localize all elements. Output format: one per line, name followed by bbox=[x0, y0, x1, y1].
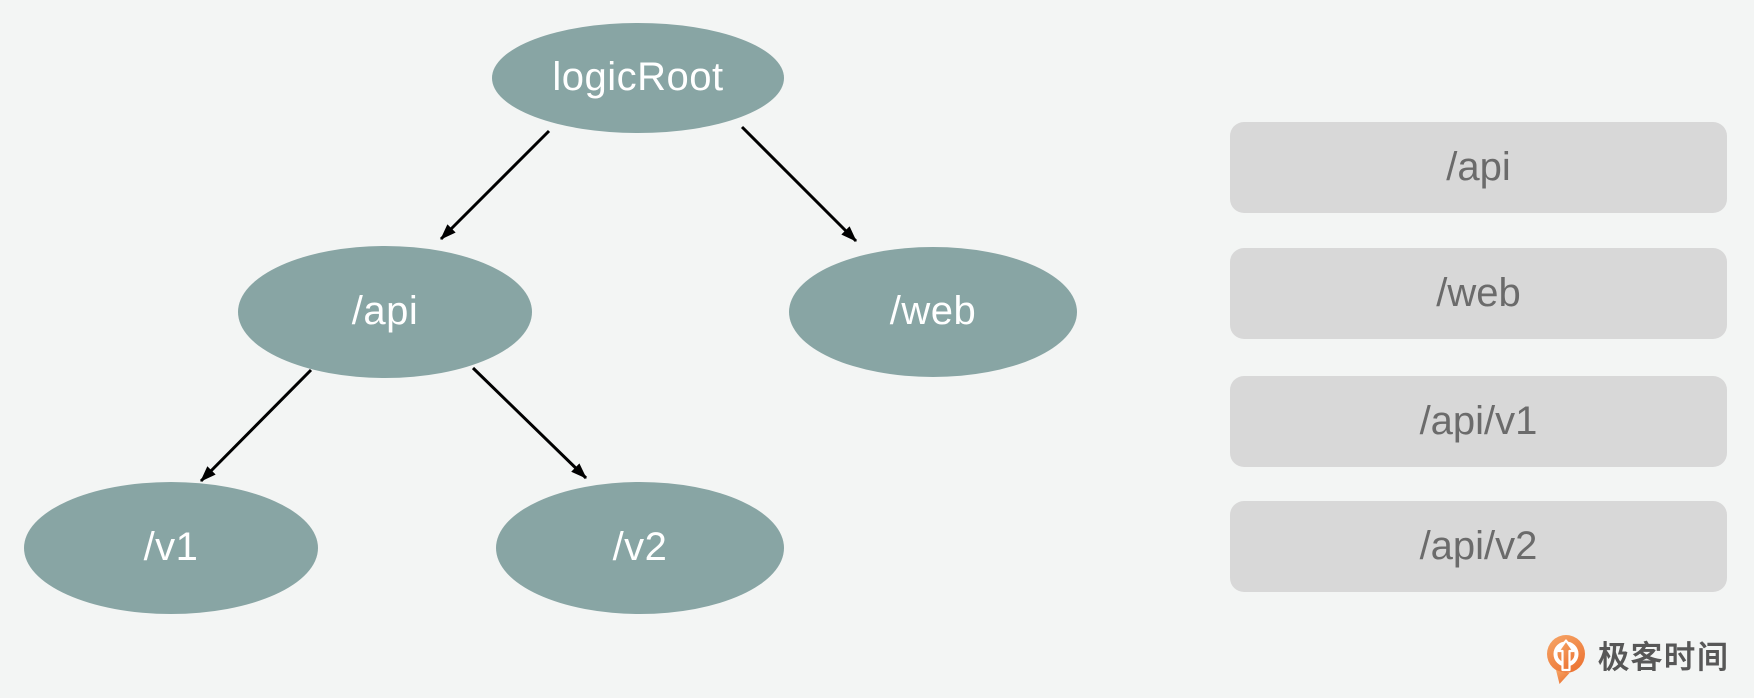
brand-name: 极客时间 bbox=[1598, 639, 1730, 675]
tree-node-logicroot: logicRoot bbox=[492, 23, 784, 133]
node-label: logicRoot bbox=[552, 54, 724, 99]
path-box-label: /api/v1 bbox=[1419, 399, 1538, 443]
path-box-label: /api bbox=[1446, 145, 1511, 189]
path-box-label: /web bbox=[1436, 271, 1521, 315]
node-label: /api bbox=[351, 288, 419, 333]
edge-logicroot-to-api bbox=[439, 129, 551, 241]
path-list: /api /web /api/v1 /api/v2 bbox=[1230, 0, 1727, 698]
node-label: /v1 bbox=[143, 524, 199, 569]
node-label: /web bbox=[889, 288, 977, 333]
tree-node-v2: /v2 bbox=[496, 482, 784, 614]
tree-node-web: /web bbox=[789, 247, 1077, 377]
path-box-label: /api/v2 bbox=[1419, 524, 1538, 568]
path-box-api: /api bbox=[1230, 122, 1727, 213]
path-box-api-v2: /api/v2 bbox=[1230, 501, 1727, 592]
tree-node-v1: /v1 bbox=[24, 482, 318, 614]
edge-api-to-v1 bbox=[199, 368, 313, 483]
edge-logicroot-to-web bbox=[740, 125, 858, 243]
path-box-web: /web bbox=[1230, 248, 1727, 339]
geektime-logo-icon bbox=[1547, 635, 1585, 684]
path-box-api-v1: /api/v1 bbox=[1230, 376, 1727, 467]
node-label: /v2 bbox=[612, 524, 668, 569]
tree-node-api: /api bbox=[238, 246, 532, 378]
edge-api-to-v2 bbox=[471, 366, 588, 480]
brand-logo: 极客时间 bbox=[1543, 634, 1730, 686]
